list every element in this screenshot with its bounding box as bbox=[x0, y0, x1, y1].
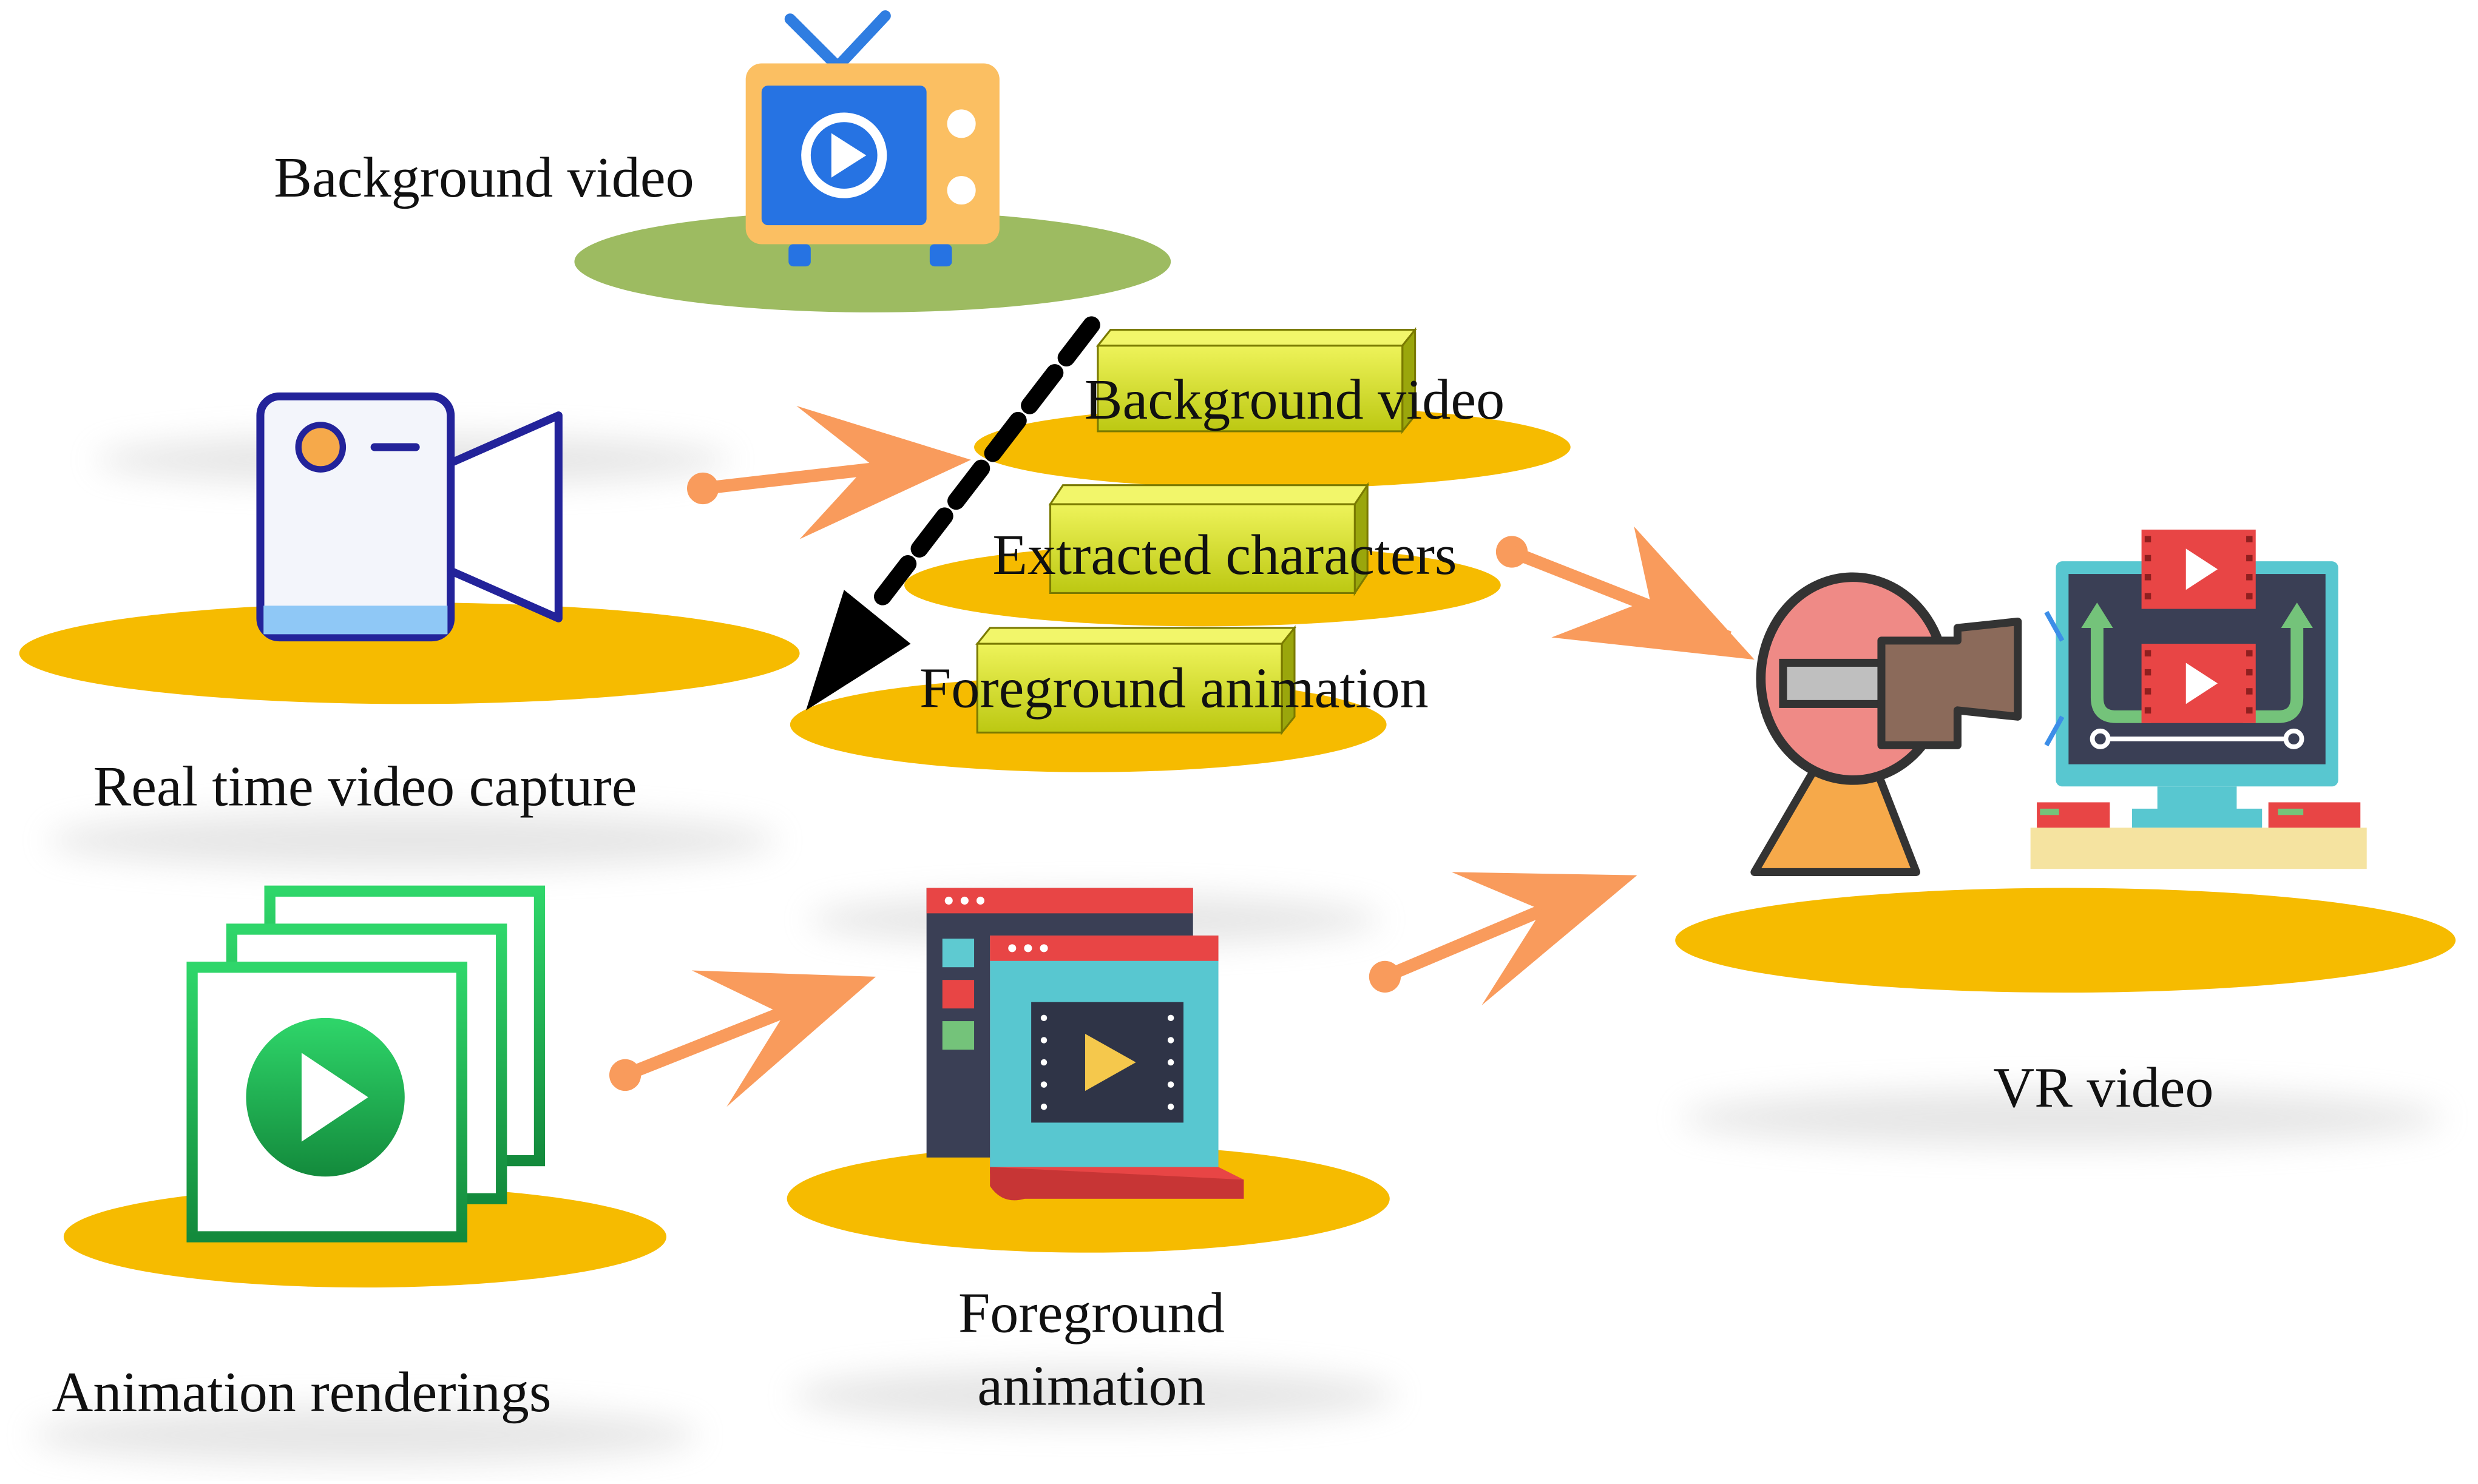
layer-box-characters bbox=[1048, 482, 1370, 596]
layer-box-foreground bbox=[975, 625, 1297, 735]
label-foreground-line2: animation bbox=[977, 1355, 1205, 1418]
label-shadows bbox=[32, 434, 2443, 1464]
label-real-time-capture: Real time video capture bbox=[93, 755, 637, 818]
dashed-arrow bbox=[806, 316, 1100, 710]
arrow-capture-to-layers bbox=[687, 406, 971, 539]
layer-box-background bbox=[1095, 327, 1417, 434]
stacked-frames-play-icon bbox=[186, 885, 546, 1243]
platform-background-video bbox=[574, 211, 1171, 312]
tv-play-icon bbox=[745, 10, 1000, 267]
label-layer-foreground: Foreground animation bbox=[919, 657, 1429, 720]
arrow-layers-to-vr bbox=[1495, 526, 1755, 660]
label-animation-renderings: Animation renderings bbox=[52, 1361, 551, 1424]
arrow-renderings-to-foreground bbox=[609, 970, 876, 1107]
vr-headset-monitor-icon bbox=[1750, 529, 2367, 876]
arrow-foreground-to-vr bbox=[1369, 872, 1637, 1005]
platform-vr-video bbox=[1675, 888, 2456, 993]
platform-foreground-animation bbox=[787, 1144, 1390, 1253]
editor-window-video-icon bbox=[926, 888, 1244, 1201]
label-background-video: Background video bbox=[274, 146, 694, 209]
video-camera-icon bbox=[256, 392, 563, 642]
label-layer-background: Background video bbox=[1085, 368, 1505, 431]
label-vr-video: VR video bbox=[1993, 1056, 2213, 1119]
platform-real-time-capture bbox=[19, 602, 800, 704]
label-foreground-line1: Foreground bbox=[958, 1281, 1225, 1344]
label-layer-characters: Extracted characters bbox=[992, 524, 1457, 587]
